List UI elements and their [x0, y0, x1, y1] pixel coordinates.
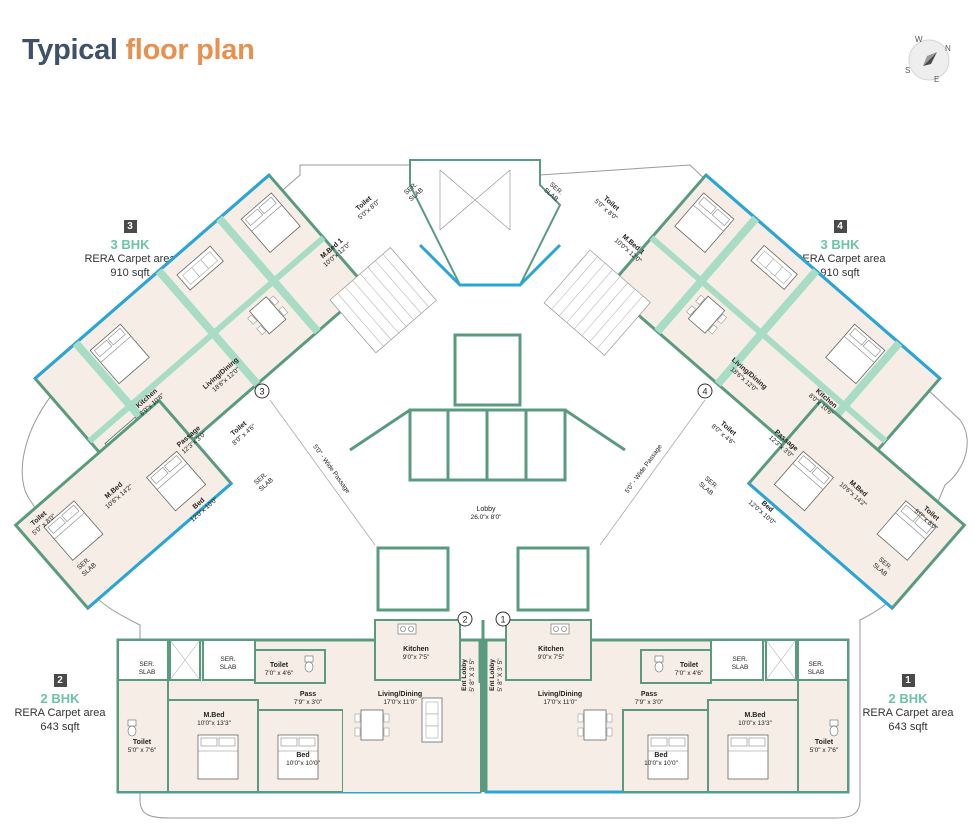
u1-ser2-dim: SLAB — [732, 664, 749, 671]
unit-2-type: 2 BHK — [40, 691, 80, 706]
unit-2-info: 2 2 BHK RERA Carpet area 643 sqft — [2, 670, 118, 734]
u1-kitchen-dim: 9'0"x 7'5" — [538, 654, 565, 661]
u1-bed-dim: 10'0"x 10'0" — [644, 760, 679, 767]
lobby-name: Lobby — [476, 506, 496, 513]
u2-bed-name: Bed — [296, 752, 309, 759]
right-passage-edge — [599, 399, 706, 546]
u1-living-dim: 17'0"x 11'0" — [543, 699, 577, 706]
u2-ser1-dim: SLAB — [139, 669, 156, 676]
u2-mbed-name: M.Bed — [204, 712, 225, 719]
marker-2: 2 — [457, 611, 473, 627]
u2-kitchen-dim: 9'0"x 7'5" — [403, 654, 430, 661]
unit-1-carpet-label: RERA Carpet area — [862, 707, 954, 719]
u1-toilet1-name: Toilet — [680, 662, 699, 669]
u1-toilet2-dim: 5'0" x 7'6" — [810, 747, 839, 754]
compass-w: W — [915, 35, 923, 44]
unit-3-type: 3 BHK — [110, 237, 150, 252]
unit-3-area: 910 sqft — [110, 267, 150, 279]
u1-ser1-name: SER. — [808, 661, 823, 668]
u2-ser2-name: SER. — [220, 656, 235, 663]
lobby-dim: 26.0"x 8'0" — [471, 514, 502, 521]
compass-n: N — [945, 44, 951, 53]
u2-toilet2-dim: 5'0" x 7'6" — [128, 747, 157, 754]
marker-2-label: 2 — [462, 615, 467, 625]
u2-elobby-name: Ent Lobby — [461, 659, 468, 691]
u2-elobby-dim: 5' 8" X 3' 5" — [469, 658, 476, 692]
marker-3: 3 — [254, 383, 270, 399]
unit-4-info: 4 3 BHK RERA Carpet area 910 sqft — [782, 216, 898, 280]
title-part-2: floor plan — [125, 34, 255, 66]
u1-living-name: Living/Dining — [538, 691, 582, 698]
site-outline — [21, 164, 968, 819]
u2-ser2-dim: SLAB — [220, 664, 237, 671]
u1-pass-dim: 7'9" x 3'0" — [635, 699, 664, 706]
u2-pass-dim: 7'9" x 3'0" — [294, 699, 323, 706]
u1-elobby-dim: 5' 8" X 3' 5" — [497, 658, 504, 692]
title-part-1: Typical — [22, 34, 118, 66]
u1-ser2-name: SER. — [732, 656, 747, 663]
unit-3-plan — [32, 172, 370, 494]
u1-ser1-dim: SLAB — [808, 669, 825, 676]
unit-1-info: 1 2 BHK RERA Carpet area 643 sqft — [850, 670, 966, 734]
unit-1-area: 643 sqft — [888, 721, 928, 733]
marker-1: 1 — [495, 611, 511, 627]
u1-mbed-name: M.Bed — [745, 712, 766, 719]
u1-mbed-dim: 10'0"x 13'3" — [738, 720, 773, 727]
unit-2-area: 643 sqft — [40, 721, 80, 733]
u2-kitchen-name: Kitchen — [403, 646, 429, 653]
unit-4-area: 910 sqft — [820, 267, 860, 279]
u1-toilet2-name: Toilet — [815, 739, 834, 746]
marker-4: 4 — [697, 383, 713, 399]
unit-4-badge: 4 — [833, 220, 847, 233]
marker-1-label: 1 — [500, 615, 505, 625]
compass-s: S — [905, 66, 910, 75]
marker-3-label: 3 — [259, 387, 264, 397]
compass-e: E — [934, 75, 939, 84]
unit-3-info: 3 3 BHK RERA Carpet area 910 sqft — [72, 216, 188, 280]
u2-toilet2-name: Toilet — [133, 739, 152, 746]
unit-3-lower — [13, 398, 234, 611]
u2-pass-name: Pass — [300, 691, 316, 698]
unit-4-lower — [746, 398, 967, 611]
u2-toilet1-name: Toilet — [270, 662, 289, 669]
u2-living-name: Living/Dining — [378, 691, 422, 698]
unit-1-type: 2 BHK — [888, 691, 928, 706]
unit-2-plan — [116, 619, 482, 794]
unit-1-badge: 1 — [901, 674, 915, 687]
left-passage-label: 5'0" - Wide Passage — [311, 443, 351, 495]
right-passage-label: 5'0" - Wide Passage — [624, 443, 664, 495]
unit-1-plan — [484, 619, 850, 794]
unit-3-badge: 3 — [123, 220, 137, 233]
unit-2-badge: 2 — [53, 674, 67, 687]
u2-living-dim: 17'0"x 11'0" — [383, 699, 417, 706]
u1-kitchen-name: Kitchen — [538, 646, 564, 653]
u1-toilet1-dim: 7'0" x 4'6" — [675, 670, 704, 677]
u2-toilet1-dim: 7'0" x 4'6" — [265, 670, 294, 677]
unit-2-carpet-label: RERA Carpet area — [14, 707, 106, 719]
page-title: Typical floor plan — [22, 34, 255, 67]
u2-bed-dim: 10'0"x 10'0" — [286, 760, 321, 767]
unit-4-carpet-label: RERA Carpet area — [794, 253, 886, 265]
u2-mbed-dim: 10'0"x 13'3" — [197, 720, 232, 727]
u2-ser1-name: SER. — [139, 661, 154, 668]
u1-pass-name: Pass — [641, 691, 657, 698]
u1-bed-name: Bed — [654, 752, 667, 759]
u1-elobby-name: Ent Lobby — [489, 659, 496, 691]
marker-4-label: 4 — [702, 387, 707, 397]
unit-4-type: 3 BHK — [820, 237, 860, 252]
unit-3-carpet-label: RERA Carpet area — [84, 253, 176, 265]
compass-icon: W N S E — [905, 35, 951, 84]
central-core — [329, 159, 651, 625]
left-passage-edge — [269, 399, 376, 546]
